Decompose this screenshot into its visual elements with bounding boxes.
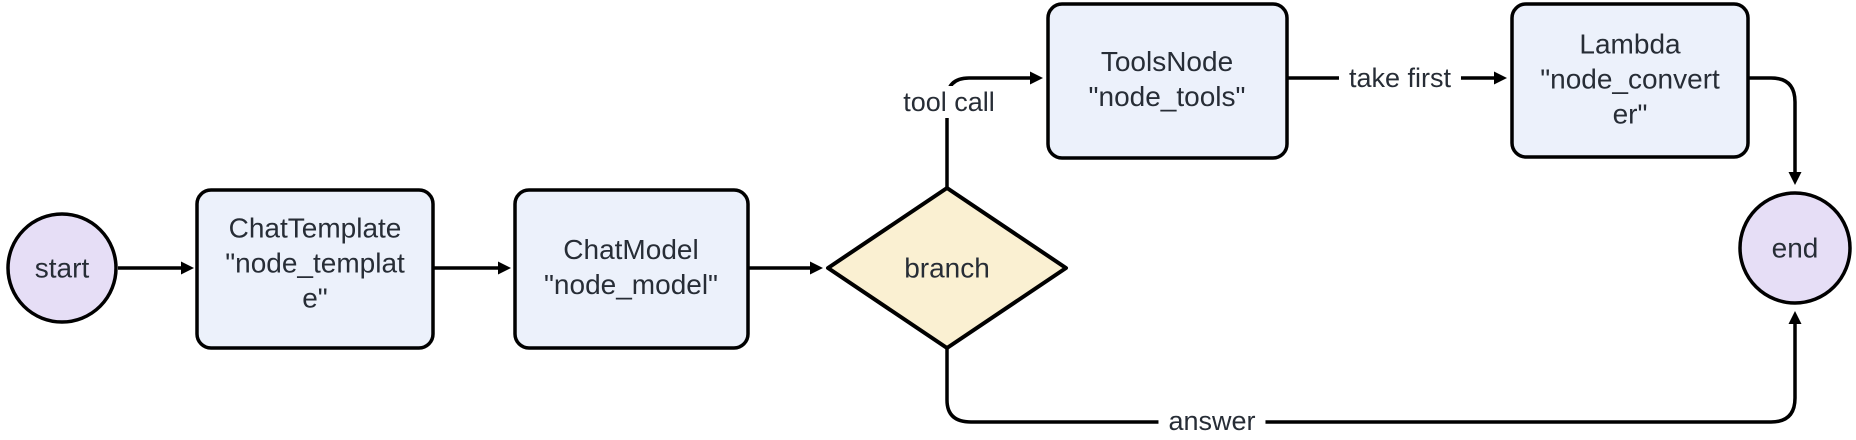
node-branch-decision bbox=[826, 186, 1068, 350]
node-tools bbox=[1046, 2, 1289, 160]
edge-converter-to-end bbox=[1748, 76, 1802, 185]
edge-branch-to-end-answer bbox=[945, 311, 1802, 424]
node-chat-model bbox=[513, 188, 750, 350]
node-converter bbox=[1510, 2, 1750, 159]
node-start bbox=[6, 212, 118, 324]
node-chat-template bbox=[195, 188, 435, 350]
edge-branch-to-tools bbox=[945, 71, 1043, 188]
node-end bbox=[1738, 191, 1852, 305]
